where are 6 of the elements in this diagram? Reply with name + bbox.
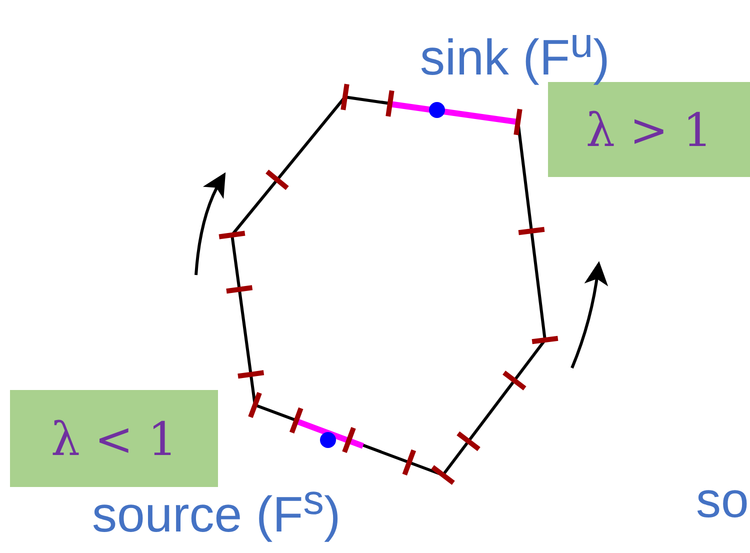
sink-label: sink (F$^{u}$) [420, 18, 610, 86]
source-label: source (F$^{s}$) [92, 475, 341, 543]
eigenvalue-condition: λ > 1 [586, 102, 712, 156]
partial-label: so [696, 472, 749, 528]
eigenvalue-condition: λ < 1 [50, 412, 178, 466]
eigenvalue-box [10, 390, 218, 487]
